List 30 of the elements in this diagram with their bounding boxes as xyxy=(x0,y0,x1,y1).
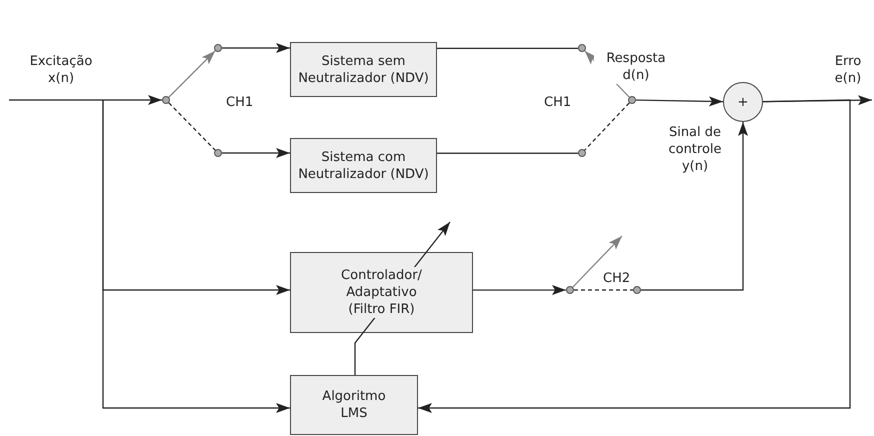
connector-line xyxy=(437,48,578,49)
switch-contact xyxy=(162,96,170,104)
switch-contact xyxy=(214,149,222,157)
arrow xyxy=(572,236,622,288)
summing-junction xyxy=(723,82,763,122)
switch-contact xyxy=(214,44,222,52)
connector-line xyxy=(584,102,630,150)
process-box xyxy=(290,138,437,193)
switch-contact xyxy=(566,286,574,294)
switch-contact xyxy=(578,44,586,52)
arrow xyxy=(9,95,162,105)
arrow xyxy=(222,148,290,158)
process-box xyxy=(290,42,437,97)
switch-contact xyxy=(633,286,641,294)
arrow xyxy=(222,43,290,53)
switch-contact xyxy=(578,149,586,157)
switch-contact xyxy=(628,96,636,104)
connector-line xyxy=(168,102,216,151)
sum-sign: + xyxy=(738,96,748,108)
arrow xyxy=(641,122,748,291)
arrow xyxy=(473,285,566,296)
arrow xyxy=(636,96,724,106)
process-box xyxy=(290,375,418,435)
arrow xyxy=(762,95,872,106)
connector-line xyxy=(437,152,578,154)
arrow xyxy=(168,50,216,98)
process-box xyxy=(290,252,473,333)
connector-line xyxy=(574,289,633,291)
arrow xyxy=(102,100,290,413)
arrow xyxy=(418,99,851,413)
